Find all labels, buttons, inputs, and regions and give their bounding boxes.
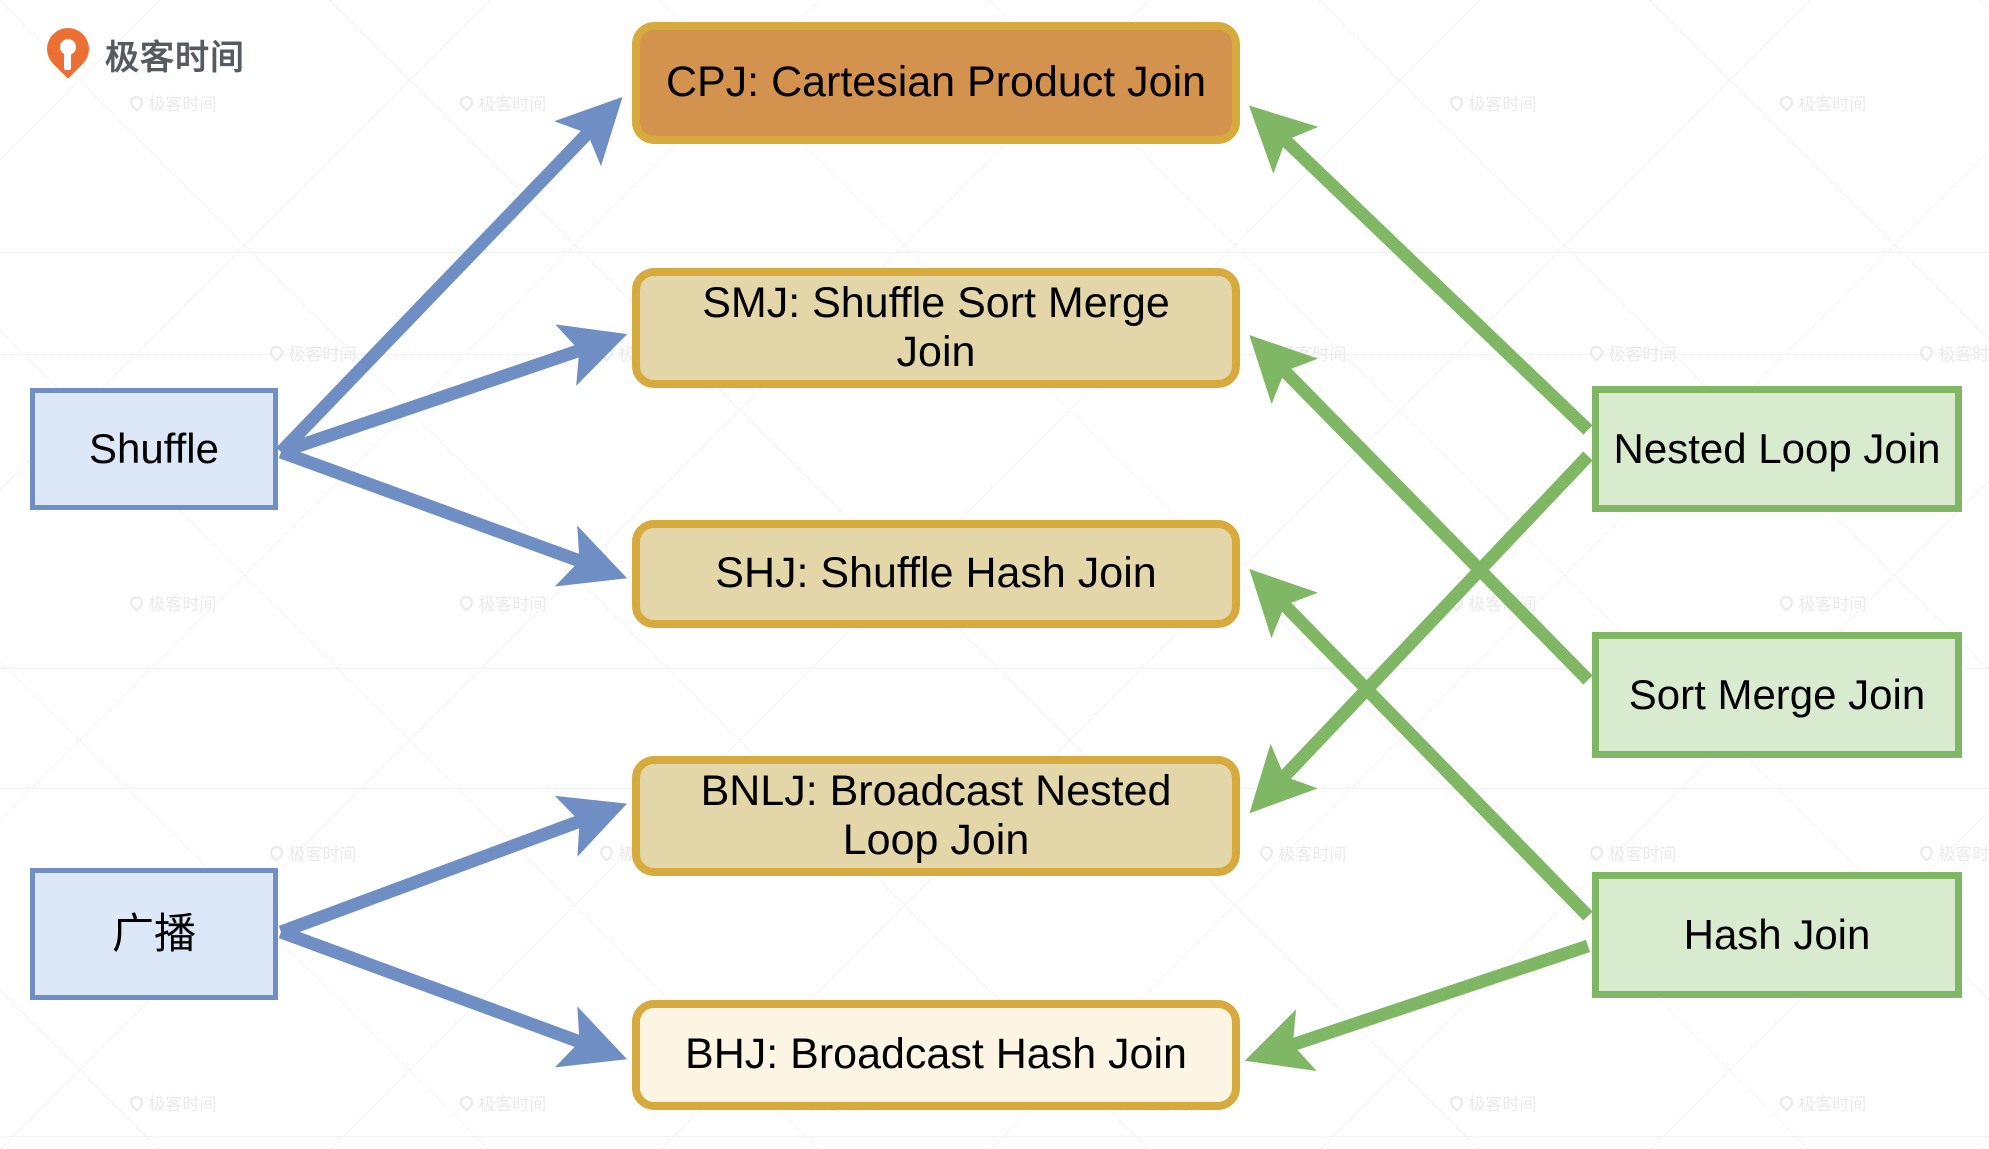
node-shuffle-label: Shuffle: [89, 424, 219, 472]
edge-shuffle-smj: [278, 324, 628, 459]
node-nested-loop-join-label: Nested Loop Join: [1613, 424, 1941, 472]
edge-nlj-bnlj: [1249, 451, 1593, 814]
edge-hj-shj: [1249, 568, 1593, 921]
node-broadcast-label: 广播: [111, 909, 196, 957]
edge-nlj-cpj: [1248, 105, 1593, 435]
node-hash-join[interactable]: Hash Join: [1592, 872, 1962, 998]
node-hash-join-label: Hash Join: [1683, 910, 1871, 958]
node-bnlj-label: BNLJ: Broadcast Nested Loop Join: [700, 766, 1172, 864]
brand-name: 极客时间: [105, 38, 245, 77]
node-shuffle[interactable]: Shuffle: [30, 388, 278, 510]
node-bhj[interactable]: BHJ: Broadcast Hash Join: [632, 1000, 1240, 1110]
node-smj[interactable]: SMJ: Shuffle Sort Merge Join: [632, 268, 1240, 388]
node-nested-loop-join[interactable]: Nested Loop Join: [1592, 386, 1962, 512]
node-cpj-label: CPJ: Cartesian Product Join: [665, 58, 1207, 107]
edge-smjalg-smj: [1249, 335, 1593, 685]
node-shj[interactable]: SHJ: Shuffle Hash Join: [632, 520, 1240, 628]
edge-broadcast-bhj: [278, 925, 628, 1068]
edge-broadcast-bnlj: [278, 795, 628, 939]
node-sort-merge-join-label: Sort Merge Join: [1628, 670, 1926, 718]
node-broadcast[interactable]: 广播: [30, 868, 278, 1000]
edge-hj-bhj: [1244, 939, 1591, 1071]
node-bnlj[interactable]: BNLJ: Broadcast Nested Loop Join: [632, 756, 1240, 876]
edge-shuffle-shj: [278, 445, 628, 587]
node-bhj-label: BHJ: Broadcast Hash Join: [685, 1030, 1187, 1079]
node-shj-label: SHJ: Shuffle Hash Join: [715, 549, 1157, 598]
geektime-logo: 极客时间: [38, 19, 245, 84]
geektime-pin-icon: [38, 19, 98, 84]
node-smj-label: SMJ: Shuffle Sort Merge Join: [702, 278, 1170, 376]
node-cpj[interactable]: CPJ: Cartesian Product Join: [632, 22, 1240, 144]
edge-shuffle-cpj: [276, 96, 623, 457]
node-sort-merge-join[interactable]: Sort Merge Join: [1592, 632, 1962, 758]
